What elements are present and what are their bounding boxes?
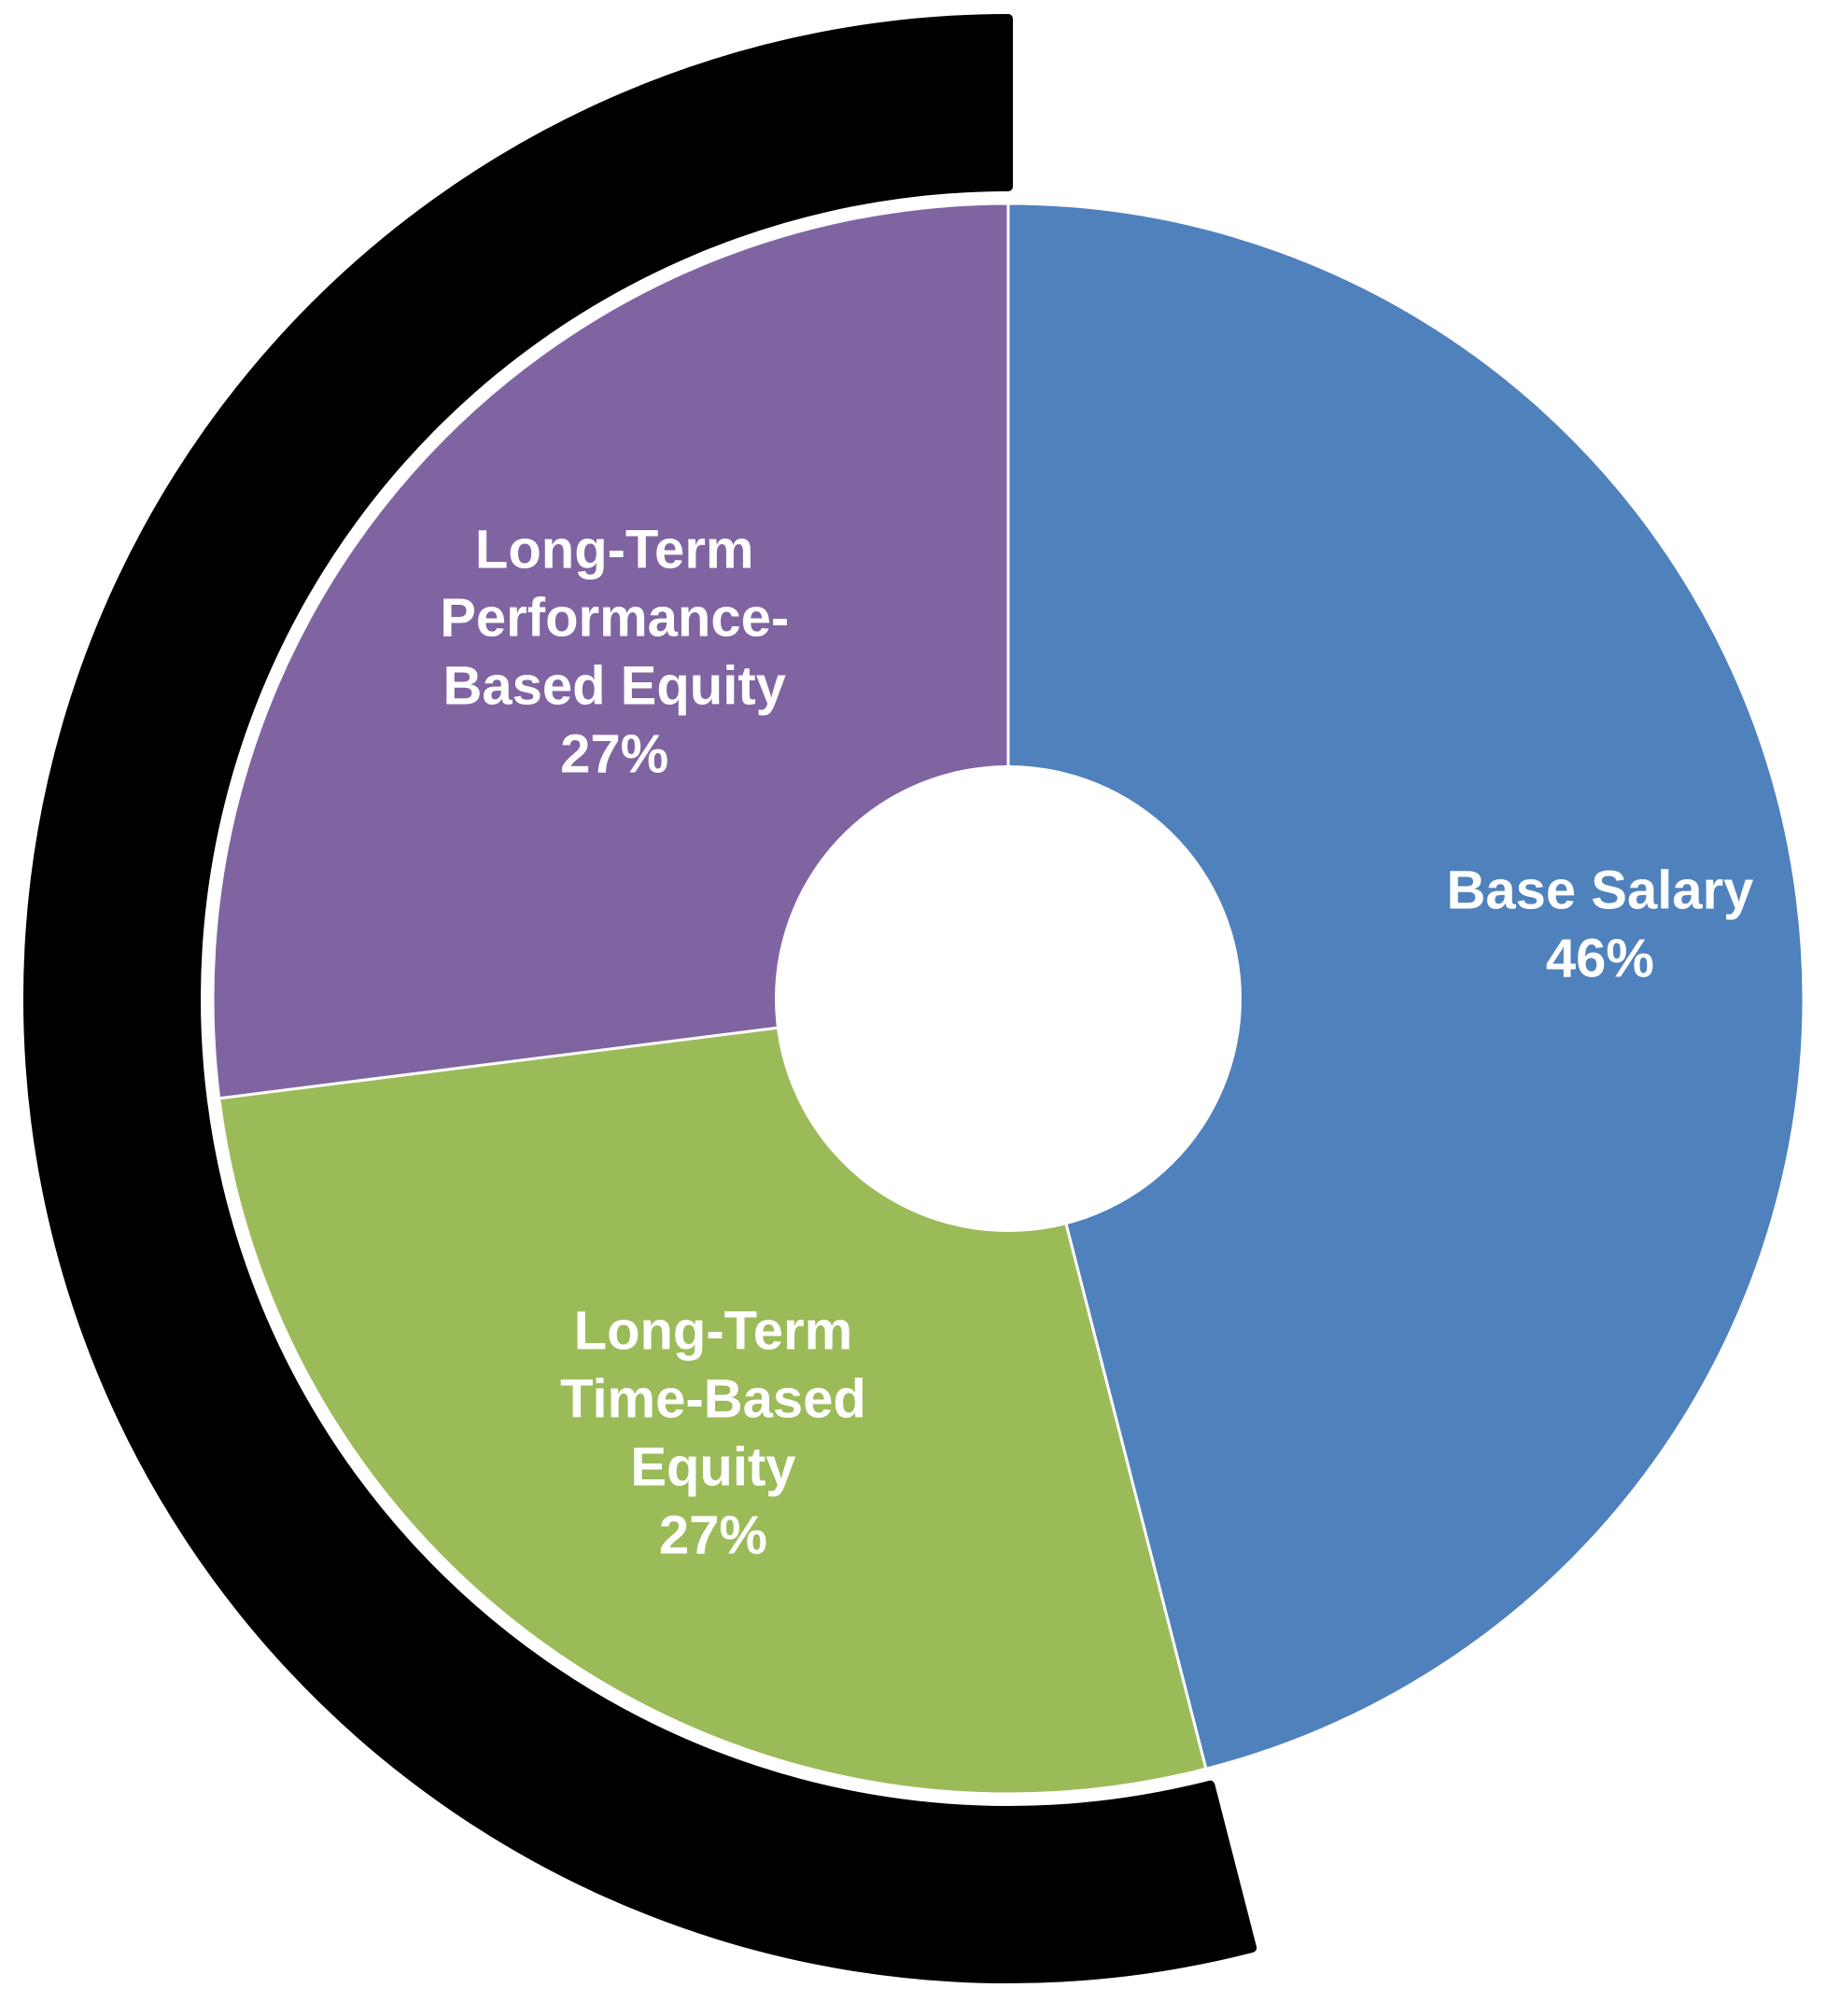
slice-name-line: Time-Based — [560, 1369, 866, 1430]
outer-arc-layer — [22, 14, 1257, 1983]
donut-hole — [775, 765, 1242, 1232]
slice-name-line: Long-Term — [574, 1301, 853, 1362]
slice-name-line: Equity — [630, 1437, 795, 1498]
pie-slice-0 — [1006, 202, 1805, 1771]
slice-value-label: 46% — [1546, 928, 1654, 988]
slice-value-label: 27% — [560, 724, 668, 785]
slices-layer — [211, 202, 1805, 1796]
slice-name-line: Performance- — [440, 588, 789, 649]
slice-name-line: Base Salary — [1446, 860, 1753, 920]
pie-slice-2 — [211, 202, 1010, 1100]
slice-name-line: Long-Term — [475, 520, 754, 581]
slice-label-0: Base Salary 46% — [1446, 860, 1753, 988]
slice-value-label: 27% — [659, 1505, 767, 1566]
slice-name-line: Based Equity — [442, 656, 785, 717]
equity-outer-arc — [22, 14, 1257, 1983]
